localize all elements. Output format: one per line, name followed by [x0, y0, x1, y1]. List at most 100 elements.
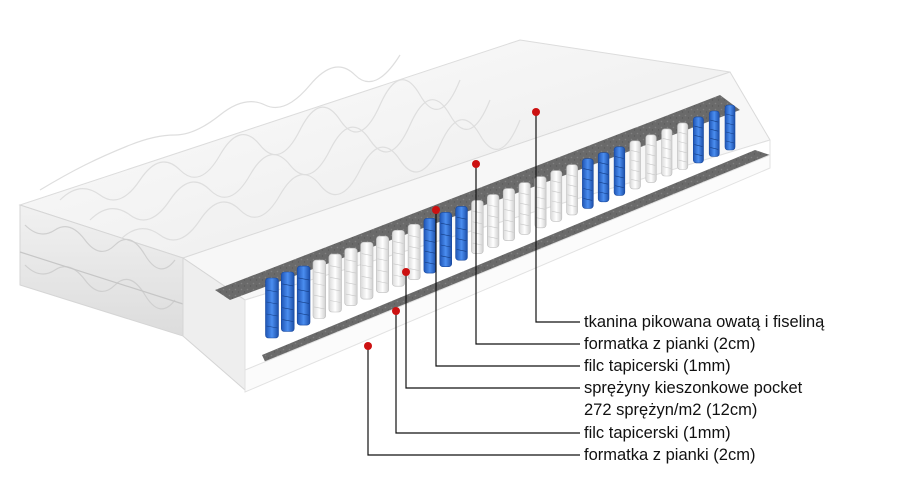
- marker-cover: [532, 108, 540, 116]
- spring-coil-line: [313, 306, 325, 310]
- spring-coil-line: [345, 293, 357, 297]
- spring-coil-line: [282, 295, 294, 299]
- spring-coil-line: [551, 210, 561, 214]
- spring-coil-line: [345, 259, 357, 262]
- spring-coil-line: [282, 307, 294, 310]
- spring-coil-line: [424, 240, 435, 243]
- spring-coil-line: [551, 180, 561, 184]
- mattress-cover: [18, 39, 731, 337]
- spring-coil-line: [266, 325, 278, 329]
- pocket-spring-blue: [423, 218, 437, 274]
- pocket-spring-white: [661, 128, 673, 177]
- pocket-spring-white: [566, 164, 578, 216]
- label-felt-top: filc tapicerski (1mm): [584, 357, 731, 375]
- leader-line-felt-bottom: [395, 311, 580, 434]
- pocket-spring-blue: [439, 212, 452, 267]
- spring-coil-line: [377, 258, 388, 262]
- spring-coil-line: [393, 252, 404, 255]
- foam-bottom-layer: [244, 154, 771, 393]
- spring-coil-line: [535, 186, 546, 190]
- spring-coil-line: [551, 190, 561, 194]
- spring-coil-line: [694, 144, 703, 147]
- pocket-spring-white: [502, 188, 515, 242]
- spring-coil-line: [472, 210, 483, 214]
- pocket-spring-white: [677, 122, 689, 170]
- spring-coil-line: [488, 204, 498, 208]
- spring-coil-line: [313, 283, 325, 286]
- spring-coil-line: [630, 150, 640, 153]
- pocket-spring-white: [344, 247, 358, 306]
- marker-springs: [402, 268, 410, 276]
- pocket-spring-white: [550, 170, 563, 222]
- spring-coil-line: [725, 140, 735, 144]
- leader-line-cover: [535, 112, 580, 323]
- spring-coil-line: [615, 185, 624, 188]
- spring-coil-line: [567, 204, 577, 208]
- spring-coil-line: [646, 153, 656, 157]
- spring-coil-line: [583, 188, 593, 191]
- spring-coil-line: [662, 147, 672, 150]
- pocket-spring-white: [645, 134, 657, 183]
- pocket-spring-blue: [597, 152, 610, 203]
- pocket-spring-white: [312, 259, 326, 319]
- spring-coil-line: [630, 159, 640, 163]
- spring-coil-line: [472, 242, 483, 246]
- spring-coil-line: [456, 216, 467, 220]
- spring-coil-line: [646, 144, 656, 147]
- spring-coil-line: [424, 250, 435, 254]
- pocket-spring-white: [518, 182, 531, 235]
- spring-coil-line: [678, 150, 687, 154]
- leader-line-foam-top: [475, 164, 580, 345]
- spring-coil-line: [361, 264, 372, 268]
- spring-coil-line: [329, 300, 341, 303]
- spring-coil-line: [662, 156, 672, 160]
- spring-coil-line: [725, 122, 735, 126]
- spring-coil-line: [456, 249, 467, 252]
- spring-coil-line: [266, 301, 278, 305]
- spring-coil-line: [599, 191, 609, 195]
- leader-line-felt-top: [435, 210, 580, 367]
- spring-coil-line: [504, 209, 514, 212]
- spring-coil-line: [535, 207, 546, 210]
- spring-coil-line: [599, 172, 609, 175]
- spring-coil-line: [678, 131, 687, 135]
- spring-coil-line: [662, 166, 672, 169]
- spring-coil-line: [409, 268, 420, 271]
- spring-coil-line: [456, 227, 467, 231]
- leader-line-springs: [405, 272, 580, 389]
- spring-coil-line: [440, 222, 451, 226]
- pocket-spring-white: [629, 140, 641, 190]
- spring-coil-line: [266, 313, 278, 317]
- marker-foam-top: [472, 160, 480, 168]
- pocket-spring-white: [328, 253, 342, 313]
- spring-coil-line: [710, 128, 719, 132]
- spring-coil-line: [630, 169, 640, 172]
- spring-coil-line: [361, 287, 372, 290]
- quilt-pattern: [39, 54, 521, 241]
- spring-coil-line: [409, 235, 420, 238]
- spring-coil-line: [567, 174, 577, 177]
- spring-coil-line: [678, 141, 687, 144]
- pocket-spring-white: [360, 241, 374, 300]
- spring-coil-line: [266, 289, 278, 293]
- pocket-spring-white: [391, 230, 405, 287]
- spring-coil-line: [535, 196, 546, 200]
- spring-coil-line: [345, 282, 357, 285]
- pocket-spring-blue: [613, 146, 626, 196]
- marker-felt-bottom: [392, 307, 400, 315]
- spring-coil-line: [313, 271, 325, 275]
- spring-coil-line: [282, 319, 294, 322]
- leader-lines: [367, 112, 580, 456]
- spring-coil-line: [472, 232, 483, 235]
- spring-coil-line: [710, 119, 719, 123]
- spring-coil-line: [519, 192, 530, 196]
- label-foam-bottom: formatka z pianki (2cm): [584, 446, 756, 464]
- spring-coil-line: [535, 217, 546, 220]
- spring-coil-line: [361, 276, 372, 279]
- spring-coil-line: [615, 156, 624, 159]
- pocket-spring-blue: [692, 116, 704, 164]
- label-springs-count: 272 sprężyn/m2 (12cm): [584, 401, 758, 419]
- spring-coil-line: [630, 179, 640, 182]
- spring-coil-line: [440, 244, 451, 248]
- spring-coil-line: [488, 215, 498, 218]
